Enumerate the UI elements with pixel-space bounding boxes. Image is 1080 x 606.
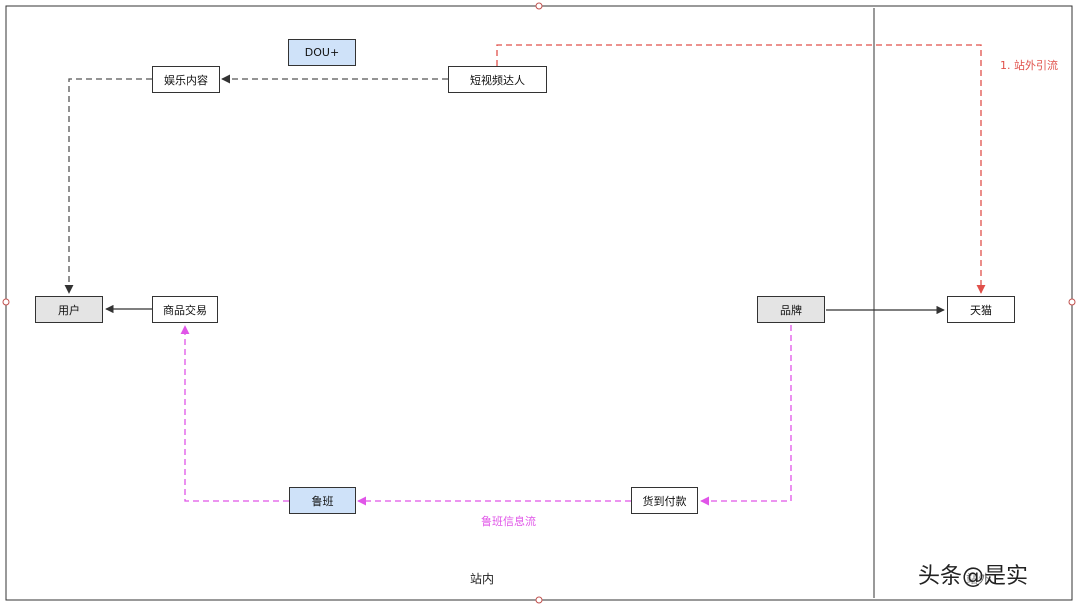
label-offsite: 站外: [966, 572, 991, 586]
handle-right[interactable]: [1068, 298, 1076, 306]
node-entertainment-content[interactable]: 娱乐内容: [152, 66, 220, 93]
watermark: 头条@是实: [918, 564, 1029, 589]
node-tmall[interactable]: 天猫: [947, 296, 1015, 323]
node-cash-on-delivery[interactable]: 货到付款: [631, 487, 698, 514]
node-user[interactable]: 用户: [35, 296, 103, 323]
edge-kol-to-tmall: [496, 44, 986, 294]
handle-left[interactable]: [2, 298, 10, 306]
handle-bottom[interactable]: [535, 596, 543, 604]
node-commodity-trade[interactable]: 商品交易: [152, 296, 218, 323]
node-brand[interactable]: 品牌: [757, 296, 825, 323]
edge-entertainment-to-user: [64, 78, 152, 294]
node-luban[interactable]: 鲁班: [289, 487, 356, 514]
edge-luban-to-trade: [180, 325, 289, 502]
label-offsite-traffic: 1. 站外引流: [1000, 59, 1058, 72]
node-short-video-kol[interactable]: 短视频达人: [448, 66, 547, 93]
label-luban-info-flow: 鲁班信息流: [481, 515, 536, 528]
label-onsite: 站内: [470, 572, 495, 586]
node-dou-plus[interactable]: DOU+: [288, 39, 356, 66]
edge-brand-to-cod: [700, 325, 792, 506]
handle-top[interactable]: [535, 2, 543, 10]
